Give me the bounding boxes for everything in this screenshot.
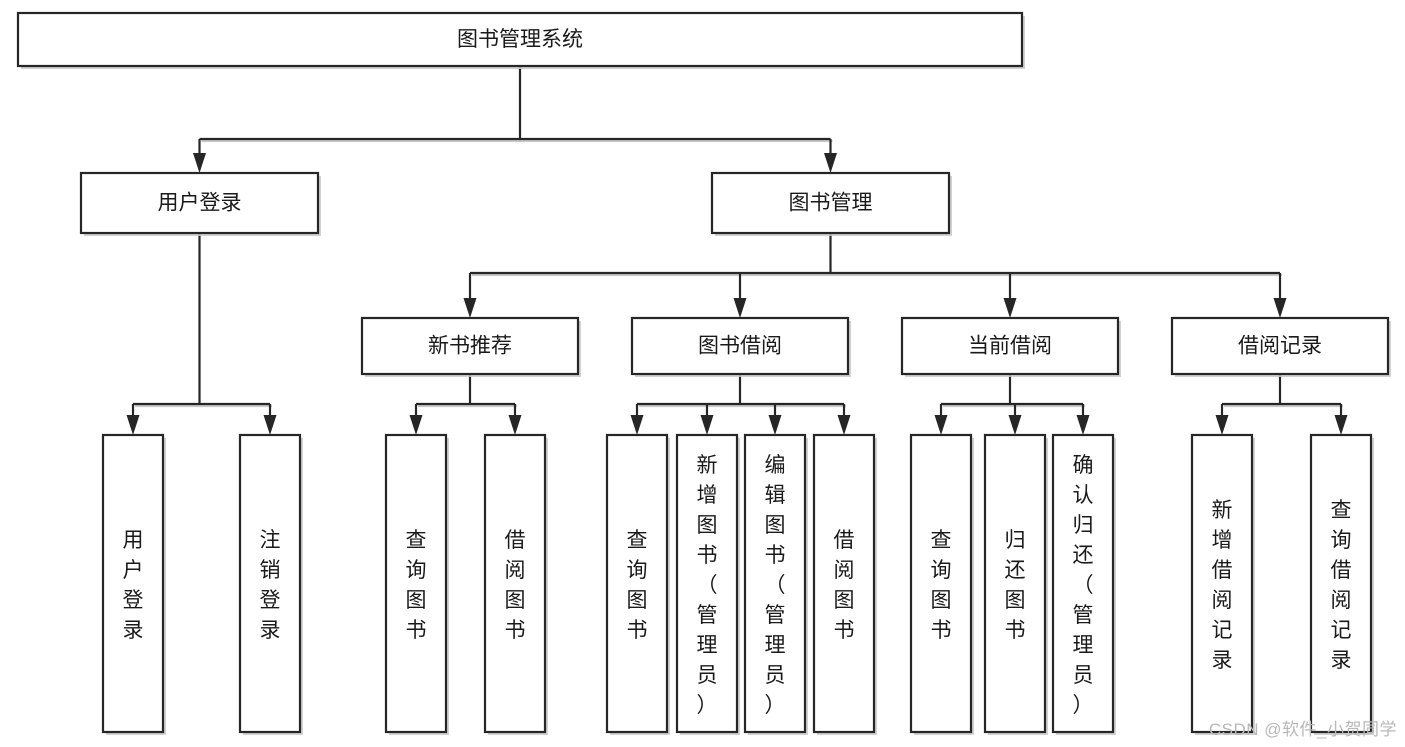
node-box[interactable] xyxy=(675,433,739,734)
connector-group-root xyxy=(193,66,837,173)
node-label: 图书管理系统 xyxy=(457,28,583,51)
arrow-head-icon xyxy=(1003,298,1017,318)
node-leaf-logout[interactable]: 注销登录 xyxy=(238,433,303,735)
node-box[interactable] xyxy=(238,433,302,734)
arrow-head-icon xyxy=(508,415,522,435)
node-box[interactable] xyxy=(16,11,1024,68)
connector-group-new-book-recommend xyxy=(409,374,522,435)
connector-group-user-login xyxy=(126,233,277,435)
arrow-head-icon xyxy=(409,415,423,435)
node-leaf-borrow-book[interactable]: 借阅图书 xyxy=(812,433,877,735)
node-label: 借阅图书 xyxy=(505,529,526,642)
arrow-head-icon xyxy=(263,415,277,435)
arrow-head-icon xyxy=(193,153,206,173)
node-leaf-edit-book[interactable]: 编辑图书（管理员） xyxy=(743,433,808,735)
node-box[interactable] xyxy=(900,316,1120,376)
node-label: 查询图书 xyxy=(627,529,648,642)
node-book-borrow[interactable]: 图书借阅 xyxy=(630,316,851,377)
arrow-head-icon xyxy=(824,153,837,173)
arrow-head-icon xyxy=(768,415,782,435)
node-label: 归还图书 xyxy=(1005,529,1026,642)
node-label: 新增图书（管理员） xyxy=(697,454,718,717)
node-label: 编辑图书（管理员） xyxy=(765,454,786,717)
node-label: 借阅图书 xyxy=(834,529,855,642)
node-leaf-return-book[interactable]: 归还图书 xyxy=(983,433,1048,735)
arrow-head-icon xyxy=(733,298,747,318)
node-box[interactable] xyxy=(79,171,320,235)
watermark-label: CSDN @软件_小贺同学 xyxy=(1208,720,1397,739)
arrow-head-icon xyxy=(630,415,644,435)
node-label: 查询图书 xyxy=(931,529,952,642)
arrow-head-icon xyxy=(1215,415,1229,435)
node-box[interactable] xyxy=(1309,433,1373,734)
arrow-head-icon xyxy=(1334,415,1348,435)
nodes-layer: 图书管理系统用户登录图书管理新书推荐图书借阅当前借阅借阅记录用户登录注销登录查询… xyxy=(16,11,1391,735)
node-label: 新增借阅记录 xyxy=(1212,499,1233,672)
node-label: 确认归还（管理员） xyxy=(1073,454,1094,717)
node-book-management[interactable]: 图书管理 xyxy=(710,171,952,236)
arrow-head-icon xyxy=(1076,415,1090,435)
node-box[interactable] xyxy=(743,433,807,734)
node-label: 图书管理 xyxy=(789,192,873,215)
node-box[interactable] xyxy=(710,171,951,235)
node-new-book-recommend[interactable]: 新书推荐 xyxy=(360,316,581,377)
node-leaf-query-record[interactable]: 查询借阅记录 xyxy=(1309,433,1374,735)
connector-group-current-borrow xyxy=(934,374,1090,435)
connector-group-book-borrow xyxy=(630,374,851,435)
node-box[interactable] xyxy=(360,316,580,376)
arrow-head-icon xyxy=(934,415,948,435)
node-box[interactable] xyxy=(983,433,1047,734)
arrow-head-icon xyxy=(1008,415,1022,435)
arrow-head-icon xyxy=(837,415,851,435)
node-box[interactable] xyxy=(1051,433,1115,734)
node-leaf-confirm-return[interactable]: 确认归还（管理员） xyxy=(1051,433,1116,735)
node-box[interactable] xyxy=(101,433,165,734)
node-box[interactable] xyxy=(630,316,850,376)
node-label: 当前借阅 xyxy=(968,335,1052,358)
connector-group-book-management xyxy=(463,233,1287,318)
node-box[interactable] xyxy=(812,433,876,734)
node-label: 用户登录 xyxy=(123,529,144,642)
arrow-head-icon xyxy=(126,415,140,435)
node-borrow-record[interactable]: 借阅记录 xyxy=(1170,316,1391,377)
node-leaf-query-book-borrow[interactable]: 查询图书 xyxy=(605,433,670,735)
node-label: 用户登录 xyxy=(158,192,242,215)
node-label: 查询图书 xyxy=(406,529,427,642)
node-box[interactable] xyxy=(1190,433,1254,734)
node-box[interactable] xyxy=(483,433,547,734)
arrow-head-icon xyxy=(700,415,714,435)
connections-layer xyxy=(126,66,1348,435)
node-user-login[interactable]: 用户登录 xyxy=(79,171,321,236)
arrow-head-icon xyxy=(463,298,477,318)
node-label: 图书借阅 xyxy=(698,335,782,358)
node-box[interactable] xyxy=(605,433,669,734)
node-leaf-query-book-cur[interactable]: 查询图书 xyxy=(909,433,974,735)
node-leaf-query-book-rec[interactable]: 查询图书 xyxy=(384,433,449,735)
node-label: 注销登录 xyxy=(260,529,281,642)
node-label: 借阅记录 xyxy=(1238,335,1322,358)
node-label: 查询借阅记录 xyxy=(1331,499,1352,672)
node-box[interactable] xyxy=(384,433,448,734)
node-leaf-borrow-book-rec[interactable]: 借阅图书 xyxy=(483,433,548,735)
node-box[interactable] xyxy=(1170,316,1390,376)
node-leaf-add-record[interactable]: 新增借阅记录 xyxy=(1190,433,1255,735)
connector-group-borrow-record xyxy=(1215,374,1348,435)
node-leaf-add-book[interactable]: 新增图书（管理员） xyxy=(675,433,740,735)
node-current-borrow[interactable]: 当前借阅 xyxy=(900,316,1121,377)
node-leaf-user-login[interactable]: 用户登录 xyxy=(101,433,166,735)
node-root[interactable]: 图书管理系统 xyxy=(16,11,1025,69)
node-label: 新书推荐 xyxy=(428,335,512,358)
arrow-head-icon xyxy=(1273,298,1287,318)
node-box[interactable] xyxy=(909,433,973,734)
